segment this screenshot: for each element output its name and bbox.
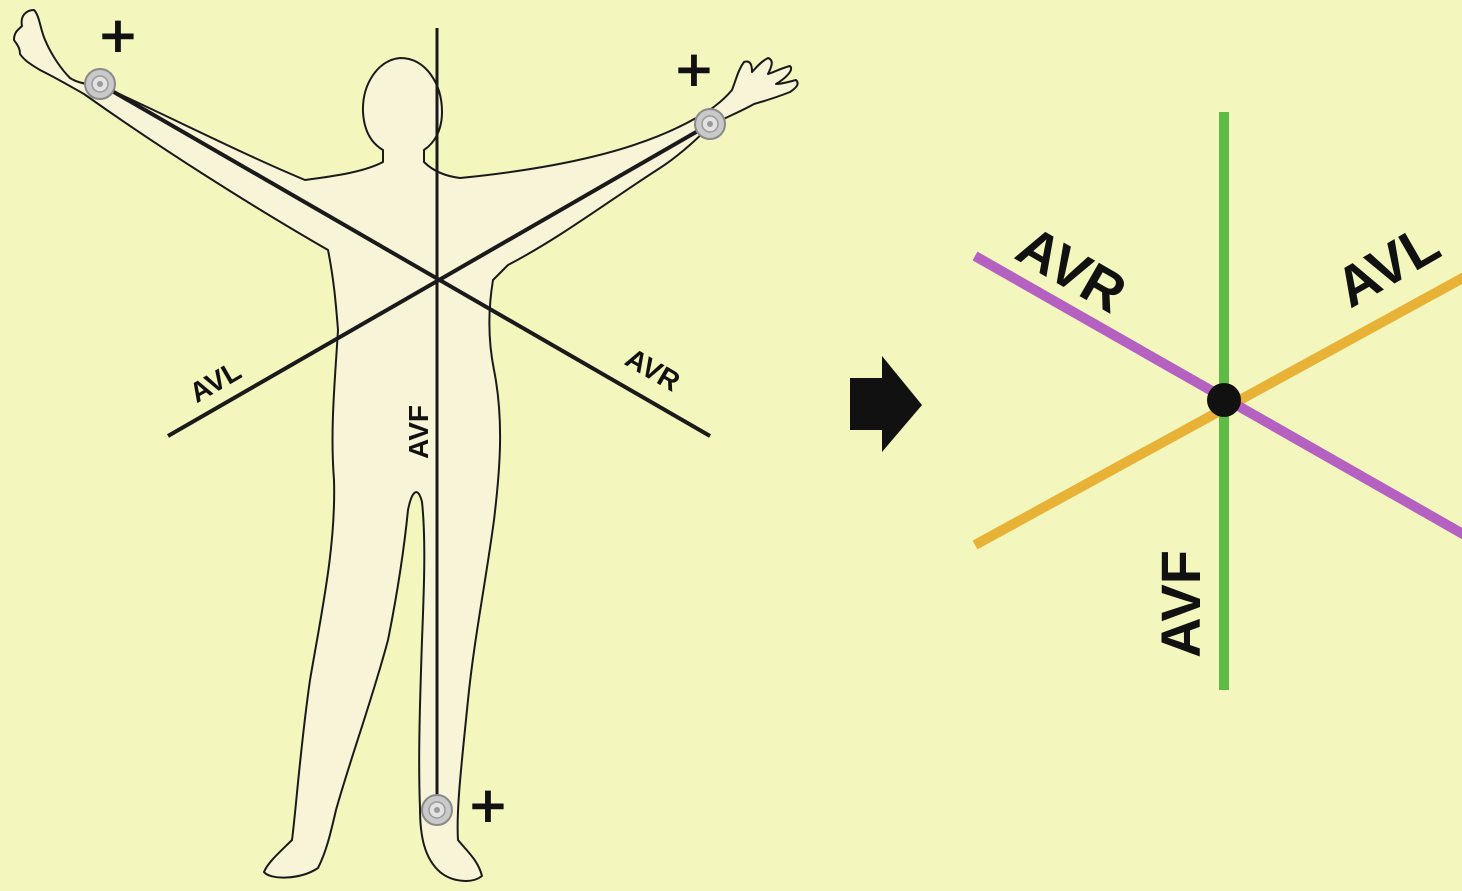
center-point <box>1207 383 1241 417</box>
left-leg-polarity: + <box>467 776 509 834</box>
electrode-icon <box>695 109 725 139</box>
avf-axis-label: AVF <box>1149 550 1212 658</box>
electrode-icon <box>85 69 115 99</box>
right-arm-polarity: + <box>97 6 139 64</box>
avf-label: AVF <box>403 405 434 459</box>
left-arm-polarity: + <box>673 40 715 98</box>
electrode-icon <box>422 795 452 825</box>
